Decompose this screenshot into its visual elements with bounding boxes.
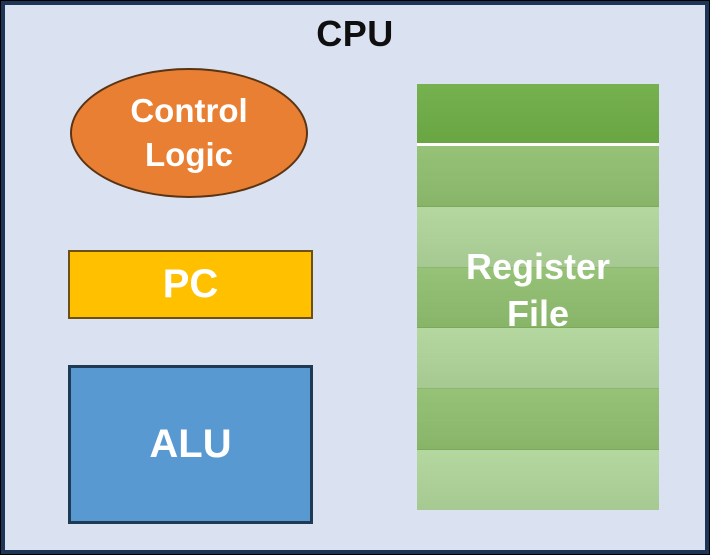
register-file-rows	[417, 146, 659, 510]
register-row	[417, 389, 659, 451]
register-row	[417, 206, 659, 268]
register-file-header-row	[417, 84, 659, 143]
pc-block: PC	[68, 250, 313, 319]
register-row	[417, 450, 659, 510]
register-file-block: Register File	[417, 84, 659, 510]
control-logic-label-line1: Control	[130, 92, 248, 129]
control-logic-block: Control Logic	[70, 68, 308, 198]
register-file-separator	[417, 143, 659, 146]
register-row	[417, 267, 659, 329]
alu-label: ALU	[149, 422, 232, 466]
register-row	[417, 328, 659, 390]
register-row	[417, 146, 659, 207]
control-logic-label-line2: Logic	[145, 136, 233, 173]
pc-label: PC	[162, 262, 219, 306]
alu-block: ALU	[68, 365, 313, 524]
page-title: CPU	[316, 13, 394, 54]
